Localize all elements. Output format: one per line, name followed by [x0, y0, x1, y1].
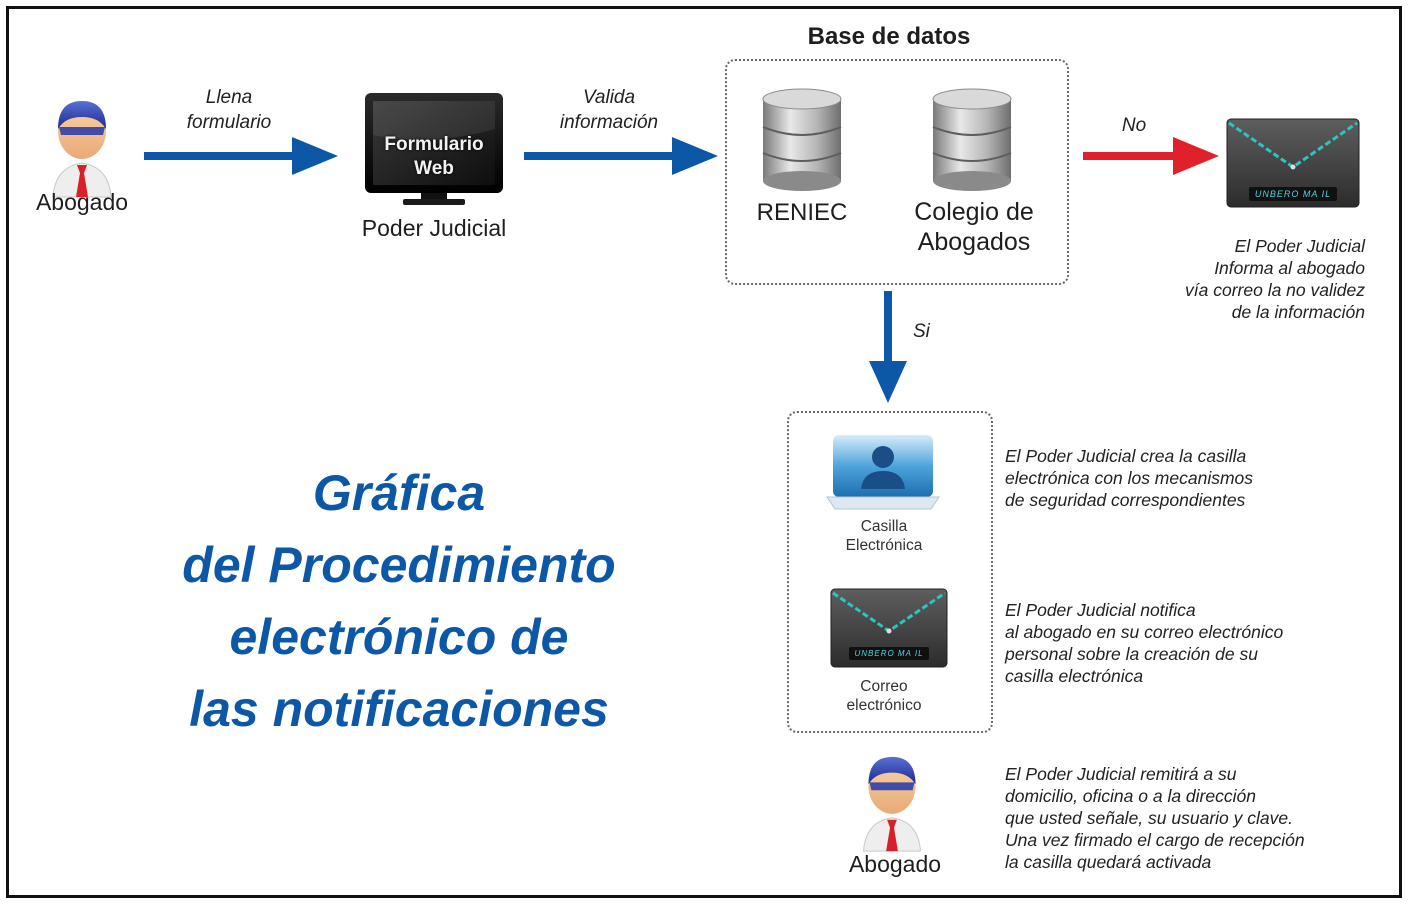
casilla-line2: Electrónica	[845, 537, 923, 554]
lawyer-icon	[52, 101, 112, 198]
casilla-electronica-icon	[826, 435, 940, 510]
monitor-icon	[365, 93, 503, 205]
abogado-bottom-label: Abogado	[848, 851, 942, 877]
formulario-line1: Formulario	[384, 134, 484, 155]
casilla-label: Casilla Electrónica	[809, 517, 959, 555]
mail-icon-correo	[830, 588, 948, 668]
monitor-screen-text: Formulario Web	[373, 133, 495, 181]
database-group	[725, 59, 1069, 285]
formulario-line2: Web	[414, 158, 454, 179]
title-line3: electrónico de	[229, 609, 569, 665]
desc-remitira: El Poder Judicial remitirá a su domicili…	[1005, 764, 1305, 872]
title-line2: del Procedimiento	[182, 537, 616, 593]
mail-icon-top	[1226, 118, 1360, 208]
database-icon-colegio	[932, 88, 1012, 191]
casilla-line1: Casilla	[860, 518, 908, 535]
mail-screen-text-correo: UNBERO MA IL	[854, 649, 924, 658]
edge-label-no: No	[1121, 115, 1147, 136]
colegio-line2: Abogados	[917, 228, 1031, 256]
title-line4: las notificaciones	[189, 681, 609, 737]
edge-label-valida-line2: información	[559, 112, 659, 133]
edge-label-valida: Valida información	[534, 85, 684, 135]
title-line1: Gráfica	[312, 465, 486, 521]
database-icon-reniec	[762, 88, 842, 191]
poder-judicial-label: Poder Judicial	[361, 215, 507, 241]
desc-crea-casilla: El Poder Judicial crea la casilla electr…	[1005, 446, 1254, 510]
diagram-frame: Abogado Llena formulario Formulario Web …	[6, 6, 1402, 898]
base-de-datos-title: Base de datos	[807, 23, 971, 50]
edge-label-llena-line1: Llena	[205, 87, 253, 108]
edge-label-llena-line2: formulario	[186, 112, 272, 133]
desc-notifica: El Poder Judicial notifica al abogado en…	[1005, 600, 1284, 686]
arrow-si	[869, 291, 907, 403]
correo-label: Correo electrónico	[809, 677, 959, 715]
arrow-no	[1083, 137, 1219, 175]
mail-screen-text-top: UNBERO MA IL	[1254, 189, 1332, 199]
arrow-valida	[524, 137, 718, 175]
colegio-label: Colegio de Abogados	[889, 197, 1059, 257]
arrow-llena	[144, 137, 338, 175]
edge-label-si: Si	[913, 321, 930, 342]
lawyer-icon-bottom	[863, 756, 921, 852]
colegio-line1: Colegio de	[914, 198, 1034, 226]
abogado-top-label: Abogado	[35, 189, 129, 215]
edge-label-valida-line1: Valida	[582, 87, 636, 108]
casilla-correo-group	[787, 411, 993, 733]
correo-line2: electrónico	[846, 697, 922, 714]
edge-label-llena: Llena formulario	[159, 85, 299, 135]
diagram-title: Gráfica del Procedimiento electrónico de…	[119, 457, 679, 745]
desc-no-validez: El Poder Judicial Informa al abogado vía…	[1185, 236, 1365, 322]
reniec-label: RENIEC	[756, 199, 848, 226]
correo-line1: Correo	[860, 678, 908, 695]
